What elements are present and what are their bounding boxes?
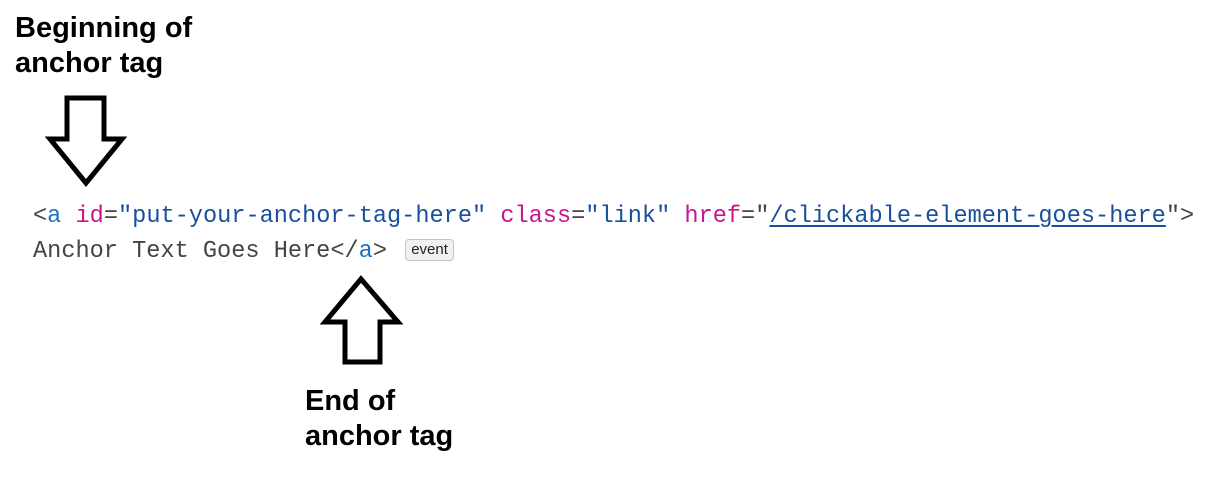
end-of-anchor-tag-label: End of anchor tag bbox=[305, 384, 453, 454]
close-bracket: > bbox=[1180, 203, 1195, 230]
attr-id-name: id bbox=[75, 203, 104, 230]
anchor-text: Anchor Text Goes Here bbox=[33, 238, 331, 265]
attr-href-name: href bbox=[684, 203, 742, 230]
href-link[interactable]: /clickable-element-goes-here bbox=[769, 203, 1166, 230]
down-arrow-icon bbox=[44, 95, 128, 187]
event-badge[interactable]: event bbox=[405, 239, 454, 261]
href-quote-close: " bbox=[1165, 203, 1181, 230]
top-label-line-1: Beginning of bbox=[15, 12, 193, 44]
attr-class-name: class bbox=[500, 203, 572, 230]
beginning-of-anchor-tag-label: Beginning of anchor tag bbox=[15, 11, 192, 81]
equals-sign: = bbox=[103, 203, 119, 230]
anchor-tag-code-snippet: <a id="put-your-anchor-tag-here" class="… bbox=[33, 199, 1194, 269]
up-arrow-icon bbox=[319, 275, 404, 365]
open-bracket: < bbox=[33, 203, 48, 230]
bottom-label-line-1: End of bbox=[305, 385, 396, 417]
equals-sign: = bbox=[571, 203, 586, 230]
equals-sign: = bbox=[741, 203, 756, 230]
top-label-line-2: anchor tag bbox=[15, 47, 164, 79]
bottom-label-line-2: anchor tag bbox=[305, 420, 454, 452]
href-quote-open: " bbox=[755, 203, 770, 230]
closing-tag-name: a bbox=[358, 238, 373, 265]
attr-class-value: "link" bbox=[585, 203, 671, 230]
closing-close-bracket: > bbox=[372, 238, 388, 265]
tag-name: a bbox=[47, 203, 62, 230]
attr-id-value: "put-your-anchor-tag-here" bbox=[118, 203, 487, 230]
closing-open-bracket: </ bbox=[330, 238, 359, 265]
